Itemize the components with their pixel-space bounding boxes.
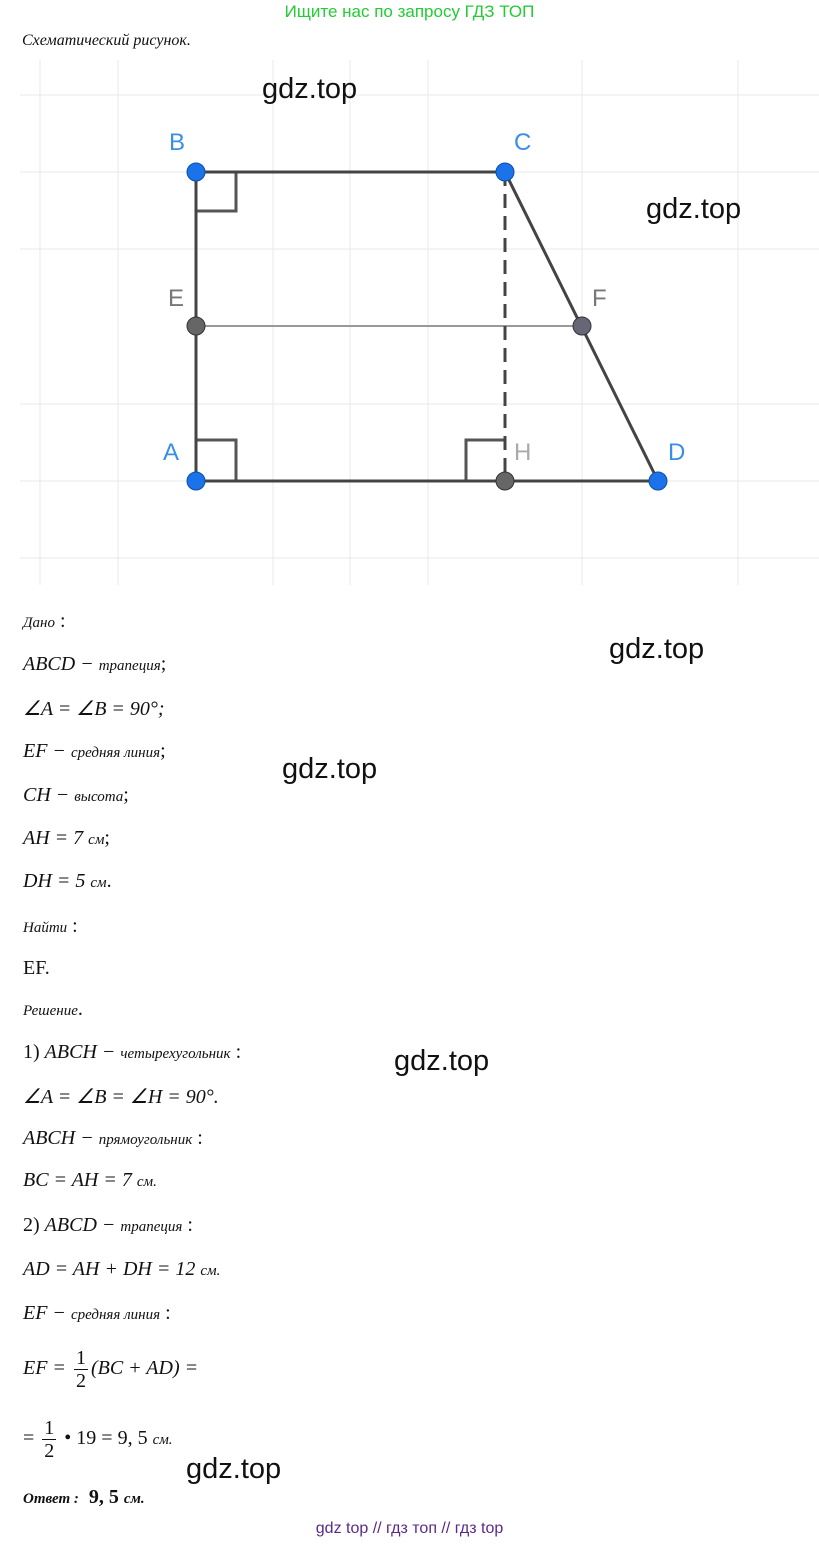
right-angle-marks <box>196 172 505 481</box>
solution-line: EF − средняя линия : <box>23 1302 171 1324</box>
point-h <box>495 471 515 491</box>
watermark: gdz.top <box>282 753 378 785</box>
grid <box>20 60 819 585</box>
solution-line: BC = AH = 7 см. <box>23 1169 157 1191</box>
point-e <box>186 316 206 336</box>
trapezoid-diagram: B C E F A H D <box>20 60 819 585</box>
watermark: gdz.top <box>262 73 358 105</box>
given-line: EF − средняя линия; <box>23 740 166 762</box>
solution-line: 2) ABCD − трапеция : <box>23 1214 193 1236</box>
figure-caption: Схематический рисунок. <box>22 32 191 49</box>
given-line: ABCD − трапеция; <box>23 653 167 675</box>
watermark: gdz.top <box>186 1453 282 1485</box>
label-d: D <box>668 439 685 466</box>
search-banner[interactable]: Ищите нас по запросу ГДЗ ТОП <box>284 2 535 21</box>
answer: Ответ : 9, 5 см. <box>23 1486 145 1508</box>
label-c: C <box>514 129 531 156</box>
label-a: A <box>163 439 179 466</box>
point-d <box>648 471 668 491</box>
footer-links[interactable]: gdz top // гдз топ // гдз top <box>315 1520 504 1537</box>
find-heading: Найти : <box>23 915 78 937</box>
given-line: CH − высота; <box>23 784 129 806</box>
solution-heading: Решение. <box>23 998 83 1020</box>
label-h: H <box>514 439 531 466</box>
find-value: EF. <box>23 957 50 979</box>
given-line: DH = 5 см. <box>23 870 112 892</box>
given-line: ∠A = ∠B = 90°; <box>23 698 165 720</box>
point-c <box>495 162 515 182</box>
solution-line: ∠A = ∠B = ∠H = 90°. <box>23 1086 219 1108</box>
watermark: gdz.top <box>646 193 742 225</box>
points <box>186 162 668 491</box>
watermark: gdz.top <box>394 1045 490 1077</box>
given-heading: Дано : <box>23 610 66 632</box>
point-b <box>186 162 206 182</box>
solution-line: ABCH − прямоугольник : <box>23 1127 203 1149</box>
watermark: gdz.top <box>609 633 705 665</box>
point-a <box>186 471 206 491</box>
solution-line: AD = AH + DH = 12 см. <box>23 1258 221 1280</box>
given-line: AH = 7 см; <box>23 827 110 849</box>
solution-line: 1) ABCH − четырехугольник : <box>23 1041 242 1063</box>
label-f: F <box>592 285 607 312</box>
label-e: E <box>168 285 184 312</box>
point-f <box>572 316 592 336</box>
label-b: B <box>169 129 185 156</box>
